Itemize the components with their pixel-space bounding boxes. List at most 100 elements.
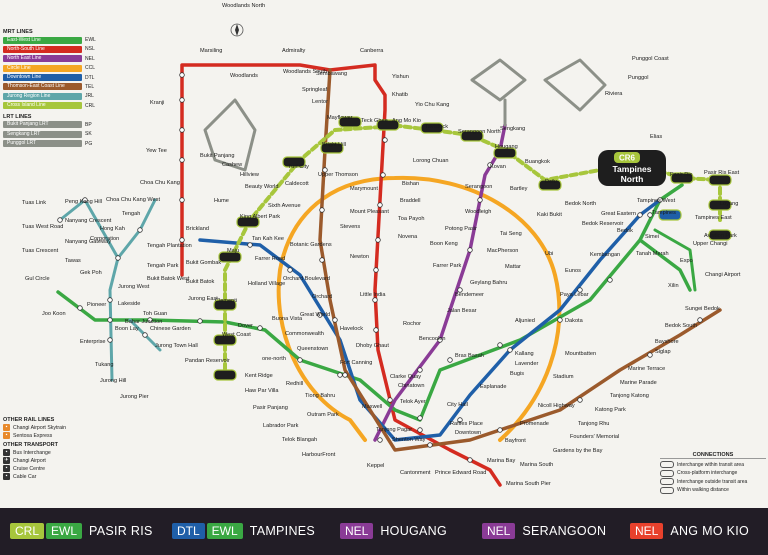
station-dot[interactable] <box>497 427 503 433</box>
station-dot[interactable] <box>77 305 83 311</box>
station-dot[interactable] <box>417 367 423 373</box>
station-dot[interactable] <box>577 287 583 293</box>
station-label-choa-chu-kang[interactable]: Choa Chu Kang <box>140 180 180 186</box>
interchange-marker-king-albert-park[interactable] <box>236 216 260 228</box>
station-label-aljunied[interactable]: Aljunied <box>515 318 535 324</box>
station-dot[interactable] <box>147 317 153 323</box>
station-label-kent-ridge[interactable]: Kent Ridge <box>245 373 273 379</box>
station-label-rochor[interactable]: Rochor <box>403 321 421 327</box>
station-label-bukit-panjang[interactable]: Bukit Panjang <box>200 153 235 159</box>
station-label-jurong-east[interactable]: Jurong East <box>188 296 218 302</box>
station-dot[interactable] <box>437 337 443 343</box>
station-label-admiralty[interactable]: Admiralty <box>282 48 306 54</box>
station-label-buangkok[interactable]: Buangkok <box>525 159 550 165</box>
station-label-bras-basah[interactable]: Bras Basah <box>455 353 484 359</box>
station-label-chinatown[interactable]: Chinatown <box>398 383 424 389</box>
station-dot[interactable] <box>697 317 703 323</box>
station-dot[interactable] <box>142 332 148 338</box>
station-label-tanjong-katong[interactable]: Tanjong Katong <box>610 393 649 399</box>
station-label-city-hall[interactable]: City Hall <box>447 402 468 408</box>
station-dot[interactable] <box>457 417 463 423</box>
station-label-jurong-pier[interactable]: Jurong Pier <box>120 394 149 400</box>
station-label-bugis[interactable]: Bugis <box>510 371 524 377</box>
station-label-marine-terrace[interactable]: Marine Terrace <box>628 366 665 372</box>
station-label-maju[interactable]: Maju <box>227 248 239 254</box>
station-label-dover[interactable]: Dover <box>238 323 253 329</box>
station-dot[interactable] <box>57 217 63 223</box>
station-label-mattar[interactable]: Mattar <box>505 264 521 270</box>
station-label-canberra[interactable]: Canberra <box>360 48 384 54</box>
station-label-harbourfront[interactable]: HarbourFront <box>302 452 336 458</box>
station-dot[interactable] <box>179 197 185 203</box>
station-label-keppel[interactable]: Keppel <box>367 463 384 469</box>
tampines-north-highlight[interactable]: CR6 Tampines North <box>598 150 666 186</box>
station-label-jalan-besar[interactable]: Jalan Besar <box>447 308 477 314</box>
station-label-king-albert-park[interactable]: King Albert Park <box>240 214 280 220</box>
interchange-marker-pasir-ris-east[interactable] <box>708 174 732 186</box>
station-label-outram-park[interactable]: Outram Park <box>307 412 339 418</box>
interchange-marker-serangoon-north[interactable] <box>460 130 484 142</box>
station-label-marine-parade[interactable]: Marine Parade <box>620 380 657 386</box>
station-label-hume[interactable]: Hume <box>214 198 229 204</box>
station-label-tawas[interactable]: Tawas <box>65 258 81 264</box>
station-dot[interactable] <box>467 457 473 463</box>
station-label-enterprise[interactable]: Enterprise <box>80 339 106 345</box>
station-dot[interactable] <box>373 267 379 273</box>
station-label-tampines-west[interactable]: Tampines West <box>637 198 676 204</box>
station-label-tampines-east[interactable]: Tampines East <box>695 215 732 221</box>
station-label-shenton-way[interactable]: Shenton Way <box>392 437 426 443</box>
station-label-tiong-bahru[interactable]: Tiong Bahru <box>305 393 335 399</box>
interchange-marker-aviation-park[interactable] <box>708 229 732 241</box>
interchange-marker-teck-ghee[interactable] <box>338 116 362 128</box>
station-label-springleaf[interactable]: Springleaf <box>302 87 328 93</box>
station-label-mayflower[interactable]: Mayflower <box>327 115 353 121</box>
station-label-marsiling[interactable]: Marsiling <box>200 48 222 54</box>
station-label-woodlands[interactable]: Woodlands <box>230 73 258 79</box>
station-label-corporation[interactable]: Corporation <box>90 236 119 242</box>
station-label-bishan[interactable]: Bishan <box>402 181 419 187</box>
station-label-potong-pasir[interactable]: Potong Pasir <box>445 226 477 232</box>
station-dot[interactable] <box>557 317 563 323</box>
station-label-simei[interactable]: Simei <box>645 234 659 240</box>
station-label-bukit-batok[interactable]: Bukit Batok <box>186 279 214 285</box>
interchange-marker-bright-hill[interactable] <box>320 142 344 154</box>
station-label-jurong-hill[interactable]: Jurong Hill <box>100 378 126 384</box>
station-label-joo-koon[interactable]: Joo Koon <box>42 311 66 317</box>
station-label-west-coast[interactable]: West Coast <box>222 332 251 338</box>
station-label-kaki-bukit[interactable]: Kaki Bukit <box>537 212 562 218</box>
station-label-tengah-plantation[interactable]: Tengah Plantation <box>147 243 192 249</box>
station-label-eunos[interactable]: Eunos <box>565 268 581 274</box>
station-label-ubi[interactable]: Ubi <box>545 251 553 257</box>
station-label-tanjong-pagar[interactable]: Tanjong Pagar <box>376 427 412 433</box>
station-label-riviera[interactable]: Riviera <box>605 91 623 97</box>
station-label-clementi[interactable]: Clementi <box>215 298 237 304</box>
station-dot[interactable] <box>427 442 433 448</box>
station-label-lorong-chuan[interactable]: Lorong Chuan <box>413 158 448 164</box>
station-label-punggol-coast[interactable]: Punggol Coast <box>632 56 669 62</box>
station-dot[interactable] <box>507 347 513 353</box>
station-dot[interactable] <box>82 197 88 203</box>
station-label-prince-edward-road[interactable]: Prince Edward Road <box>435 470 486 476</box>
station-label-dhoby-ghaut[interactable]: Dhoby Ghaut <box>356 343 389 349</box>
station-label-gardens-by-the-bay[interactable]: Gardens by the Bay <box>553 448 603 454</box>
station-label-havelock[interactable]: Havelock <box>340 326 363 332</box>
station-label-yio-chu-kang[interactable]: Yio Chu Kang <box>415 102 449 108</box>
station-dot[interactable] <box>372 297 378 303</box>
station-label-labrador-park[interactable]: Labrador Park <box>263 423 299 429</box>
station-label-great-eastern[interactable]: Great Eastern <box>601 211 636 217</box>
station-label-gek-poh[interactable]: Gek Poh <box>80 270 102 276</box>
station-label-hougang[interactable]: Hougang <box>495 144 518 150</box>
station-dot[interactable] <box>382 137 388 143</box>
interchange-marker-turf-city[interactable] <box>282 156 306 168</box>
station-label-bedok-north[interactable]: Bedok North <box>565 201 596 207</box>
station-label-farrer-road[interactable]: Farrer Road <box>255 256 285 262</box>
interchange-marker-loyang[interactable] <box>708 199 732 211</box>
station-label-boon-lay[interactable]: Boon Lay <box>115 326 139 332</box>
station-label-yew-tee[interactable]: Yew Tee <box>146 148 167 154</box>
station-label-peng-kang-hill[interactable]: Peng Kang Hill <box>65 199 102 205</box>
station-label-haw-par-villa[interactable]: Haw Par Villa <box>245 388 279 394</box>
station-label-hillview[interactable]: Hillview <box>240 172 260 178</box>
station-label-tanjong-rhu[interactable]: Tanjong Rhu <box>578 421 609 427</box>
station-label-bright-hill[interactable]: Bright Hill <box>322 142 346 148</box>
station-label-macpherson[interactable]: MacPherson <box>487 248 518 254</box>
